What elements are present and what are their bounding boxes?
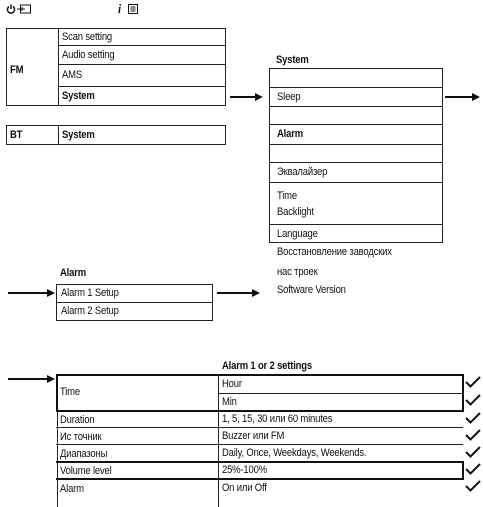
arrow-to-system-menu [230, 93, 263, 101]
system-item-time[interactable]: Time [277, 190, 297, 202]
alarm-item-1-setup[interactable]: Alarm 1 Setup [61, 287, 119, 299]
menu-icon [128, 4, 138, 14]
arrow-from-alarm-menu [217, 289, 260, 297]
alarm-menu-title: Alarm [60, 267, 86, 279]
fm-item-ams[interactable]: AMS [62, 69, 82, 81]
fm-item-audio-setting[interactable]: Audio setting [62, 49, 115, 61]
system-item-language[interactable]: Language [277, 228, 318, 240]
system-menu-title: System [276, 54, 309, 66]
system-item-sleep[interactable]: Sleep [277, 91, 301, 103]
check-icon [465, 480, 481, 492]
check-icon [465, 463, 481, 475]
input-source-icon [17, 4, 31, 14]
check-icon [465, 394, 481, 406]
check-icon [465, 412, 481, 424]
system-item-software-version[interactable]: Software Version [277, 284, 346, 296]
settings-table-title: Alarm 1 or 2 settings [222, 360, 312, 372]
arrow-to-alarm-menu [8, 289, 55, 297]
setting-name-volume: Volume level [60, 465, 112, 477]
fm-item-scan-setting[interactable]: Scan setting [62, 31, 113, 43]
system-item-alarm[interactable]: Alarm [277, 128, 303, 140]
setting-value-source: Buzzer или FM [222, 430, 285, 442]
setting-value-ranges: Daily, Once, Weekdays, Weekends. [222, 447, 367, 459]
setting-name-alarm: Alarm [60, 483, 84, 495]
bt-item-system[interactable]: System [62, 129, 95, 141]
setting-value-min: Min [222, 396, 237, 408]
check-icon [465, 429, 481, 441]
setting-name-ranges: Диапазоны [60, 448, 108, 460]
check-icon [465, 376, 481, 388]
bt-label: BT [10, 129, 23, 141]
setting-name-source: Ис точник [60, 431, 102, 443]
setting-name-duration: Duration [60, 414, 95, 426]
fm-label: FM [10, 64, 24, 76]
setting-value-hour: Hour [222, 378, 242, 390]
setting-value-duration: 1, 5, 15, 30 или 60 minutes [222, 413, 333, 425]
check-icon [465, 446, 481, 458]
info-icon: i [118, 1, 121, 16]
system-item-equalizer[interactable]: Эквалайзер [277, 166, 328, 178]
system-item-factory-reset-cont: нас троек [277, 266, 318, 278]
arrow-from-sleep [445, 93, 480, 101]
setting-value-volume: 25%-100% [222, 464, 267, 476]
system-item-factory-reset[interactable]: Восстановление заводских [277, 246, 392, 258]
arrow-to-settings-table [8, 375, 55, 383]
power-icon [6, 4, 16, 14]
setting-name-time: Time [60, 386, 80, 398]
fm-item-system[interactable]: System [62, 90, 95, 102]
setting-value-alarm: On или Off [222, 482, 267, 494]
system-item-backlight[interactable]: Backlight [277, 206, 314, 218]
alarm-item-2-setup[interactable]: Alarm 2 Setup [61, 305, 119, 317]
